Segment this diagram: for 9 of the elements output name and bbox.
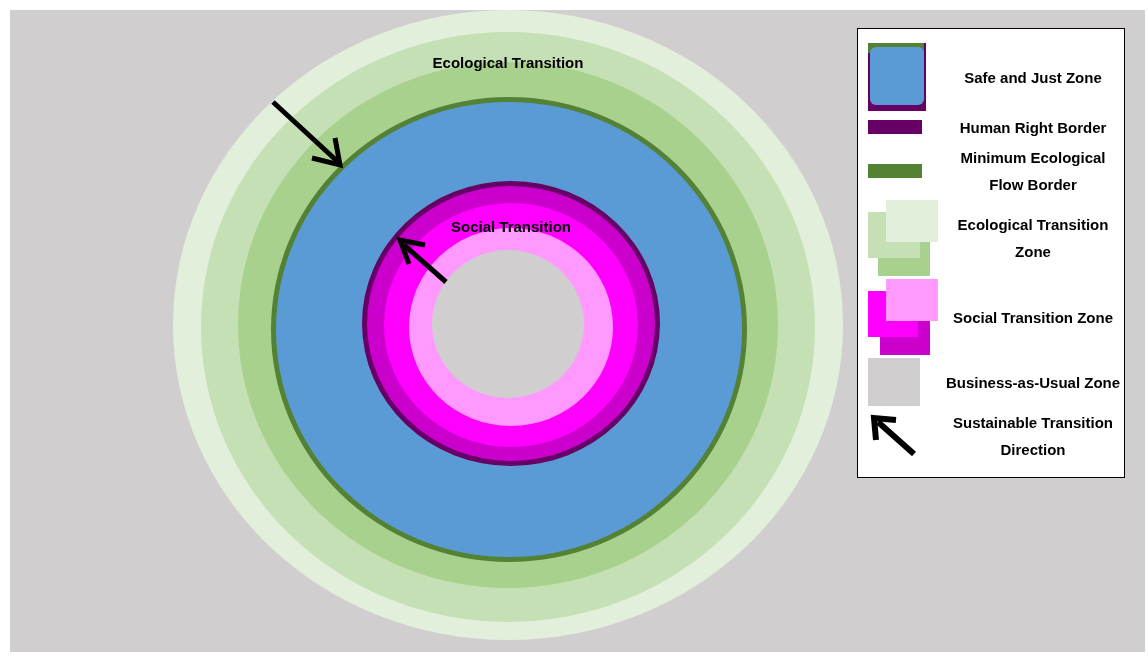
- legend-label: Sustainable Transition Direction: [951, 412, 1114, 460]
- legend-label: Human Right Border: [958, 117, 1108, 138]
- legend-label: Ecological Transition Zone: [956, 215, 1110, 263]
- legend-label: Safe and Just Zone: [963, 67, 1103, 88]
- zone-label: Social Transition: [451, 217, 571, 237]
- legend-label: Social Transition Zone: [952, 307, 1114, 328]
- legend-label: Business-as-Usual Zone: [944, 372, 1122, 393]
- zone-label: Ecological Transition: [432, 53, 584, 73]
- legend-label: Minimum Ecological Flow Border: [959, 147, 1107, 195]
